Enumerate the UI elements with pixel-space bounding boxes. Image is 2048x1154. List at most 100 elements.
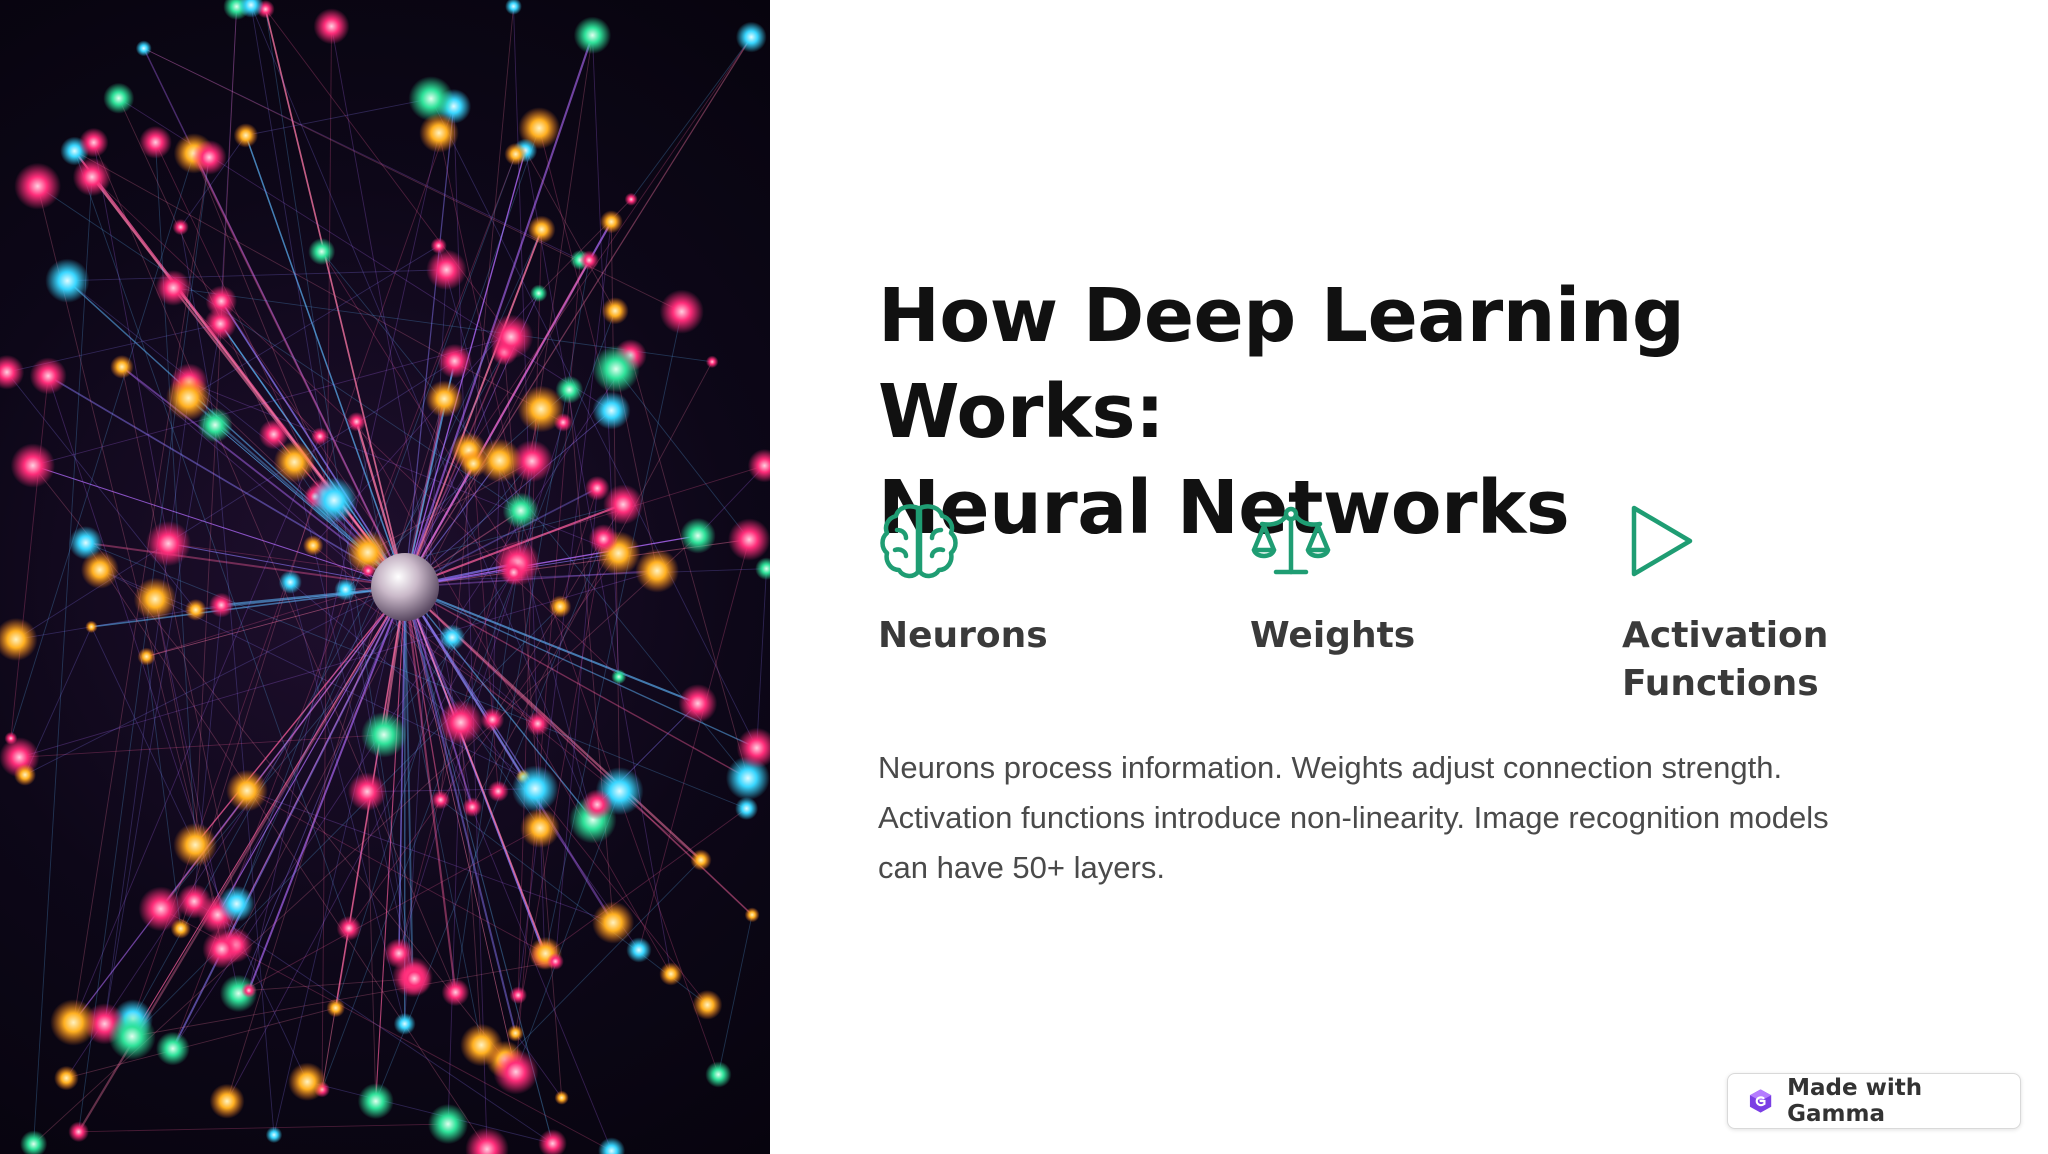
connection-line [72, 436, 321, 1023]
neuron-node [692, 989, 723, 1020]
connection-line [248, 978, 415, 991]
neuron-node [736, 727, 770, 769]
neuron-node [184, 598, 207, 621]
neuron-node [191, 139, 227, 175]
connection-line [375, 538, 604, 1102]
neuron-node [439, 624, 466, 651]
connection-line [404, 106, 455, 588]
connection-line [85, 541, 406, 588]
made-with-gamma-badge[interactable]: Made with Gamma [1727, 1073, 2021, 1129]
connection-line [383, 572, 515, 736]
neuron-node [393, 1012, 416, 1035]
neuron-node [278, 570, 302, 594]
connection-line [131, 586, 406, 1037]
neuron-node [517, 385, 565, 433]
neuron-node [308, 238, 336, 266]
connection-line [515, 1032, 563, 1098]
connection-line [440, 6, 514, 800]
connection-line [375, 586, 406, 1102]
neuron-node [511, 765, 559, 813]
connection-line [247, 586, 406, 991]
neuron-node [204, 307, 237, 340]
neuron-node [460, 1023, 503, 1067]
connection-line [504, 859, 702, 1060]
connection-line [132, 960, 556, 1037]
neuron-node [437, 343, 472, 379]
neuron-node [679, 517, 716, 554]
neuron-node [202, 929, 242, 969]
connection-line [630, 355, 749, 779]
connection-line [246, 790, 614, 924]
connection-line [273, 360, 456, 1135]
neuron-node [176, 883, 212, 919]
neuron-node [506, 1024, 524, 1042]
connection-line [404, 586, 536, 790]
neuron-node [313, 8, 350, 45]
connection-line [524, 150, 672, 975]
connection-line [78, 157, 210, 1132]
feature-activation-functions: Activation Functions [1622, 500, 1922, 708]
neuron-node [520, 808, 560, 848]
connection-line [93, 142, 169, 544]
neuron-node [68, 1121, 89, 1143]
neuron-node [208, 592, 234, 618]
neuron-node [139, 125, 172, 159]
neuron-node [493, 1049, 539, 1095]
neuron-node [54, 1065, 79, 1091]
connection-line [121, 366, 238, 904]
neuron-node [599, 210, 623, 234]
neuron-node [487, 780, 509, 802]
neuron-node [459, 449, 488, 478]
connection-line [404, 586, 554, 1144]
play-icon [1631, 505, 1693, 577]
connection-line [404, 351, 506, 588]
connection-line [93, 142, 456, 993]
neuron-node [705, 1061, 732, 1088]
connection-line [104, 397, 189, 1024]
neuron-node [425, 380, 463, 418]
connection-line [265, 8, 512, 338]
neuron-node [592, 345, 640, 393]
connection-line [146, 586, 406, 657]
neuron-node [302, 535, 324, 556]
neuron-node [502, 492, 539, 529]
connection-line [104, 323, 221, 1024]
connection-line [188, 381, 619, 554]
neuron-node [431, 790, 451, 810]
connection-line [321, 310, 616, 1090]
scale-icon [1251, 506, 1331, 575]
connection-line [33, 176, 93, 1145]
connection-line [245, 98, 432, 136]
neuron-node [357, 1083, 394, 1120]
neuron-node [735, 796, 759, 820]
connection-line [615, 368, 750, 540]
neuron-node [205, 285, 238, 317]
neuron-node [165, 375, 212, 421]
neuron-node [419, 113, 459, 153]
neuron-node [624, 192, 638, 206]
neuron-node [173, 823, 218, 867]
neuron-node [138, 886, 184, 932]
connection-line [10, 375, 49, 739]
connection-line [160, 460, 533, 910]
connection-line [404, 586, 474, 808]
neuron-node [233, 123, 259, 148]
neuron-node [735, 21, 767, 53]
neuron-node [155, 270, 192, 306]
feature-label: Neurons [878, 615, 1048, 656]
neuron-node [727, 518, 770, 561]
connection-line [37, 185, 522, 511]
neuron-node [626, 937, 652, 963]
connection-line [403, 586, 457, 993]
neuron-node [465, 1127, 509, 1154]
connection-line [404, 535, 698, 588]
connection-line [24, 580, 408, 776]
connection-line [155, 142, 324, 495]
neuron-node [584, 475, 610, 501]
connection-line [404, 259, 590, 588]
neuron-node [288, 1062, 327, 1101]
neuron-node [145, 520, 191, 567]
neuron-node [345, 530, 390, 575]
connection-line [91, 176, 406, 588]
connection-line [66, 280, 406, 588]
